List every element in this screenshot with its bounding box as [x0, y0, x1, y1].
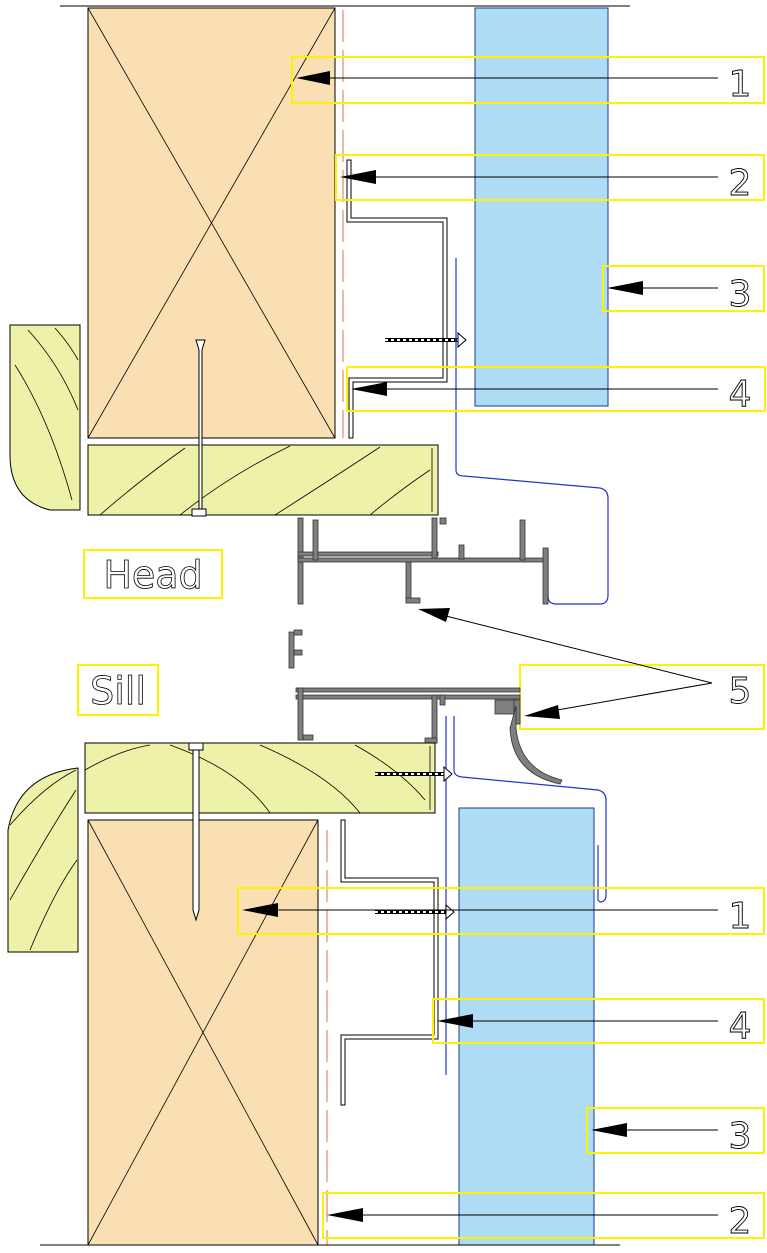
shared-callout-5-number: 5 [729, 671, 752, 712]
sill-drip-curve [509, 705, 563, 785]
sill-architrave [7, 767, 79, 953]
head-callout-2: 2 [335, 154, 765, 204]
sill-callout-2: 2 [322, 1192, 765, 1242]
head-callout-1: 1 [291, 56, 765, 105]
head-callout-1-number: 1 [729, 64, 752, 105]
sill-callout-1-number: 1 [729, 896, 752, 937]
sill-section: Sill [7, 629, 765, 1246]
sill-label: Sill [90, 669, 146, 713]
head-callout-4-number: 4 [729, 374, 752, 415]
head-callout-3: 3 [602, 265, 765, 315]
sill-callout-3: 3 [586, 1107, 765, 1157]
sill-nail [188, 742, 204, 922]
head-stud [87, 7, 336, 439]
sill-callout-1: 1 [237, 887, 765, 937]
sill-board [84, 742, 436, 814]
head-callout-2-number: 2 [729, 163, 752, 204]
sill-screw-lower [375, 765, 453, 783]
sill-bracket [340, 819, 439, 1106]
head-callout-4: 4 [346, 366, 766, 415]
sill-callout-4-number: 4 [729, 1006, 752, 1047]
sill-screw-upper [375, 903, 455, 921]
sill-glazing [458, 807, 595, 1246]
sill-callout-3-number: 3 [729, 1116, 752, 1157]
head-label: Head [103, 553, 202, 597]
head-membrane [455, 258, 609, 605]
head-lining-board [87, 444, 439, 516]
sill-stud [87, 819, 319, 1246]
head-screw [385, 331, 467, 349]
shared-callout-5: 5 [418, 608, 765, 730]
head-nail [191, 339, 207, 517]
head-callout-3-number: 3 [729, 274, 752, 315]
head-frame-profile [297, 517, 549, 605]
head-section: Head 1 2 3 4 [9, 5, 766, 605]
sill-frame-profile [288, 629, 521, 744]
head-bracket [346, 159, 448, 439]
head-glazing [474, 7, 609, 407]
sill-membrane [453, 716, 607, 903]
head-architrave [9, 324, 81, 511]
head-label-box: Head [83, 549, 223, 599]
sill-label-box: Sill [77, 664, 159, 716]
sill-callout-2-number: 2 [729, 1201, 752, 1242]
sill-callout-4: 4 [432, 998, 765, 1047]
